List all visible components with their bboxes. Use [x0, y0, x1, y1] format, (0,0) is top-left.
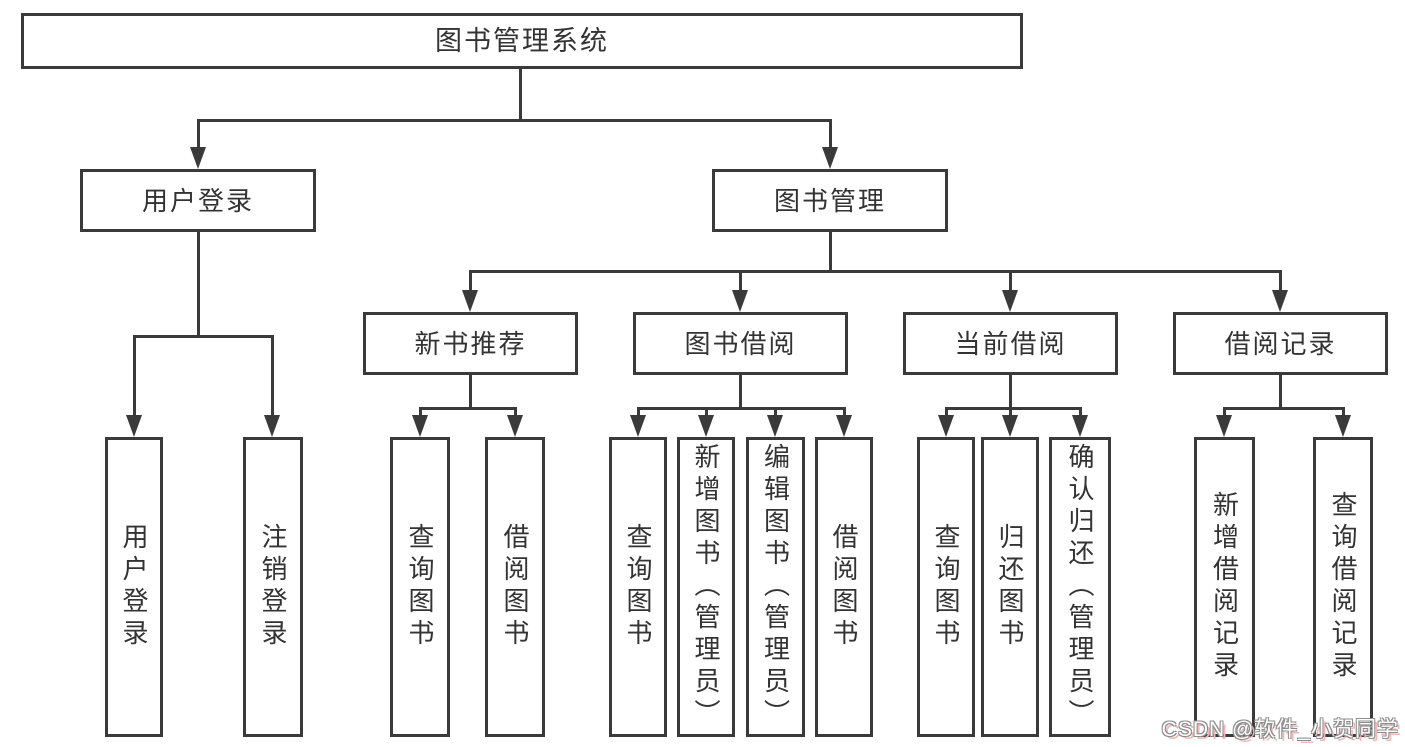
leaf-label: 确认归还（管理员）	[1065, 443, 1095, 731]
node-current-borrowing: 当前借阅	[903, 312, 1118, 375]
arrowhead-to-book-borrowing	[732, 290, 748, 312]
node-label: 用户登录	[141, 185, 254, 216]
leaf-borrow-books: 借阅图书	[815, 437, 873, 737]
arrowhead-to-leaf-borrow-books-recommend	[507, 415, 523, 437]
connector-stub	[1008, 407, 1012, 418]
arrowhead-to-current-borrowing	[1002, 290, 1018, 312]
connector-level1-hline	[196, 119, 832, 122]
connector-stub	[704, 407, 708, 418]
node-library-management-system: 图书管理系统	[21, 13, 1023, 69]
leaf-query-books-recommend: 查询图书	[390, 437, 450, 737]
connector-current-trunk	[1008, 375, 1012, 408]
arrowhead-to-leaf-edit-books-admin	[767, 415, 783, 437]
leaf-label: 查询借阅记录	[1328, 491, 1358, 683]
connector-drop-borrowing-records	[1278, 270, 1282, 294]
connector-user-login-trunk	[196, 232, 200, 336]
node-book-management: 图书管理	[712, 169, 948, 232]
connector-drop-leaf-logout	[270, 335, 274, 417]
leaf-label: 借阅图书	[500, 523, 530, 651]
leaf-add-books-admin: 新增图书（管理员）	[677, 437, 735, 737]
connector-recommend-trunk	[468, 375, 472, 408]
connector-user-login-hline	[132, 335, 274, 338]
leaf-label: 编辑图书（管理员）	[760, 443, 791, 731]
connector-stub	[842, 407, 846, 418]
node-label: 图书借阅	[684, 328, 797, 359]
connector-borrowing-trunk	[738, 375, 742, 408]
arrowhead-to-borrowing-records	[1272, 290, 1288, 312]
connector-stub	[944, 407, 948, 418]
leaf-label: 查询图书	[931, 523, 961, 651]
arrowhead-to-leaf-add-books-admin	[698, 415, 714, 437]
leaf-label: 查询图书	[405, 523, 435, 651]
arrowhead-to-user-login	[190, 147, 206, 169]
leaf-label: 新增借阅记录	[1209, 491, 1240, 683]
arrowhead-to-leaf-query-books-borrow	[630, 415, 646, 437]
arrowhead-to-new-book-recommendation	[462, 290, 478, 312]
connector-records-hline	[1222, 407, 1345, 410]
arrowhead-to-leaf-user-login	[126, 415, 142, 437]
arrowhead-to-leaf-borrow-books	[836, 415, 852, 437]
connector-current-hline	[944, 407, 1082, 410]
leaf-confirm-return-admin: 确认归还（管理员）	[1049, 437, 1111, 737]
csdn-watermark: CSDN @软件_小贺同学	[1161, 718, 1399, 741]
node-borrowing-records: 借阅记录	[1173, 312, 1388, 375]
leaf-label: 注销登录	[258, 523, 288, 651]
leaf-label: 归还图书	[995, 523, 1025, 651]
arrowhead-to-leaf-logout	[264, 415, 280, 437]
connector-stub	[1222, 407, 1226, 418]
node-label: 当前借阅	[954, 328, 1067, 359]
connector-recommend-hline	[418, 407, 517, 410]
leaf-query-books-borrow: 查询图书	[609, 437, 667, 737]
leaf-return-books: 归还图书	[981, 437, 1039, 737]
node-label: 图书管理系统	[435, 25, 609, 56]
leaf-borrow-books-recommend: 借阅图书	[485, 437, 545, 737]
leaf-label: 新增图书（管理员）	[691, 443, 721, 731]
connector-root-trunk	[518, 69, 522, 122]
connector-stub	[1078, 407, 1082, 418]
connector-drop-new-book-recommendation	[468, 270, 472, 294]
connector-drop-book-management	[828, 119, 832, 150]
node-user-login: 用户登录	[80, 169, 316, 232]
node-label: 借阅记录	[1224, 328, 1337, 359]
connector-drop-user-login	[196, 119, 200, 150]
connector-book-management-trunk	[828, 232, 832, 272]
connector-stub	[513, 407, 517, 418]
arrowhead-to-leaf-query-books-recommend	[412, 415, 428, 437]
connector-stub	[773, 407, 777, 418]
leaf-query-borrow-record: 查询借阅记录	[1313, 437, 1373, 737]
leaf-edit-books-admin: 编辑图书（管理员）	[746, 437, 805, 737]
leaf-logout: 注销登录	[243, 437, 303, 737]
connector-stub	[1341, 407, 1345, 418]
connector-borrowing-hline	[636, 407, 846, 410]
connector-level3-hline	[468, 270, 1282, 273]
arrowhead-to-leaf-add-borrow-record	[1216, 415, 1232, 437]
connector-drop-book-borrowing	[738, 270, 742, 294]
connector-stub	[418, 407, 422, 418]
connector-stub	[636, 407, 640, 418]
arrowhead-to-book-management	[822, 147, 838, 169]
leaf-label: 借阅图书	[829, 523, 859, 651]
leaf-label: 查询图书	[623, 523, 653, 651]
node-book-borrowing: 图书借阅	[633, 312, 848, 375]
leaf-query-books-current: 查询图书	[917, 437, 975, 737]
arrowhead-to-leaf-query-borrow-record	[1335, 415, 1351, 437]
connector-records-trunk	[1278, 375, 1282, 408]
node-label: 图书管理	[773, 185, 886, 216]
connector-drop-current-borrowing	[1008, 270, 1012, 294]
node-new-book-recommendation: 新书推荐	[363, 312, 578, 375]
leaf-user-login: 用户登录	[105, 437, 163, 737]
arrowhead-to-leaf-confirm-return-admin	[1072, 415, 1088, 437]
arrowhead-to-leaf-return-books	[1002, 415, 1018, 437]
connector-drop-leaf-user-login	[132, 335, 136, 417]
arrowhead-to-leaf-query-books-current	[938, 415, 954, 437]
node-label: 新书推荐	[414, 328, 527, 359]
leaf-add-borrow-record: 新增借阅记录	[1194, 437, 1255, 737]
leaf-label: 用户登录	[119, 523, 149, 651]
